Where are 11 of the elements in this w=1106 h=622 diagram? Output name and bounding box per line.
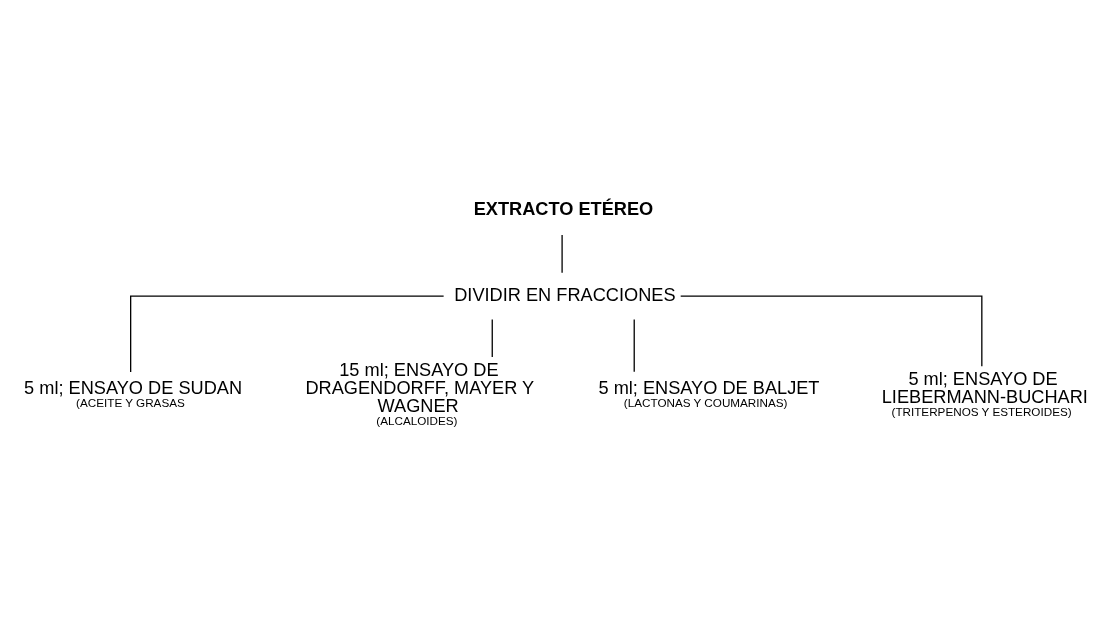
node-text: 5 ml; ENSAYO DE SUDAN (ACEITE Y GRASAS — [24, 377, 243, 409]
connector — [680, 295, 983, 367]
node-text: 15 ml; ENSAYO DE DRAGENDORFF, MAYER Y WAGNER (ALCALOIDES) — [305, 359, 535, 427]
node-text: 5 ml; ENSAYO DE BALJET (LACTONAS Y COUMARINAS) — [598, 377, 820, 409]
node-text: 5 ml; ENSAYO DE LIEBERMANN-BUCHARI (TRITERPENOS Y ESTEROIDES) — [881, 368, 1088, 418]
node-text: EXTRACTO ETÉREO — [473, 199, 654, 220]
connector — [633, 318, 635, 373]
connector — [561, 234, 563, 274]
node-text: DIVIDIR EN FRACCIONES — [454, 284, 676, 305]
connector — [130, 295, 445, 373]
connector — [491, 318, 493, 358]
